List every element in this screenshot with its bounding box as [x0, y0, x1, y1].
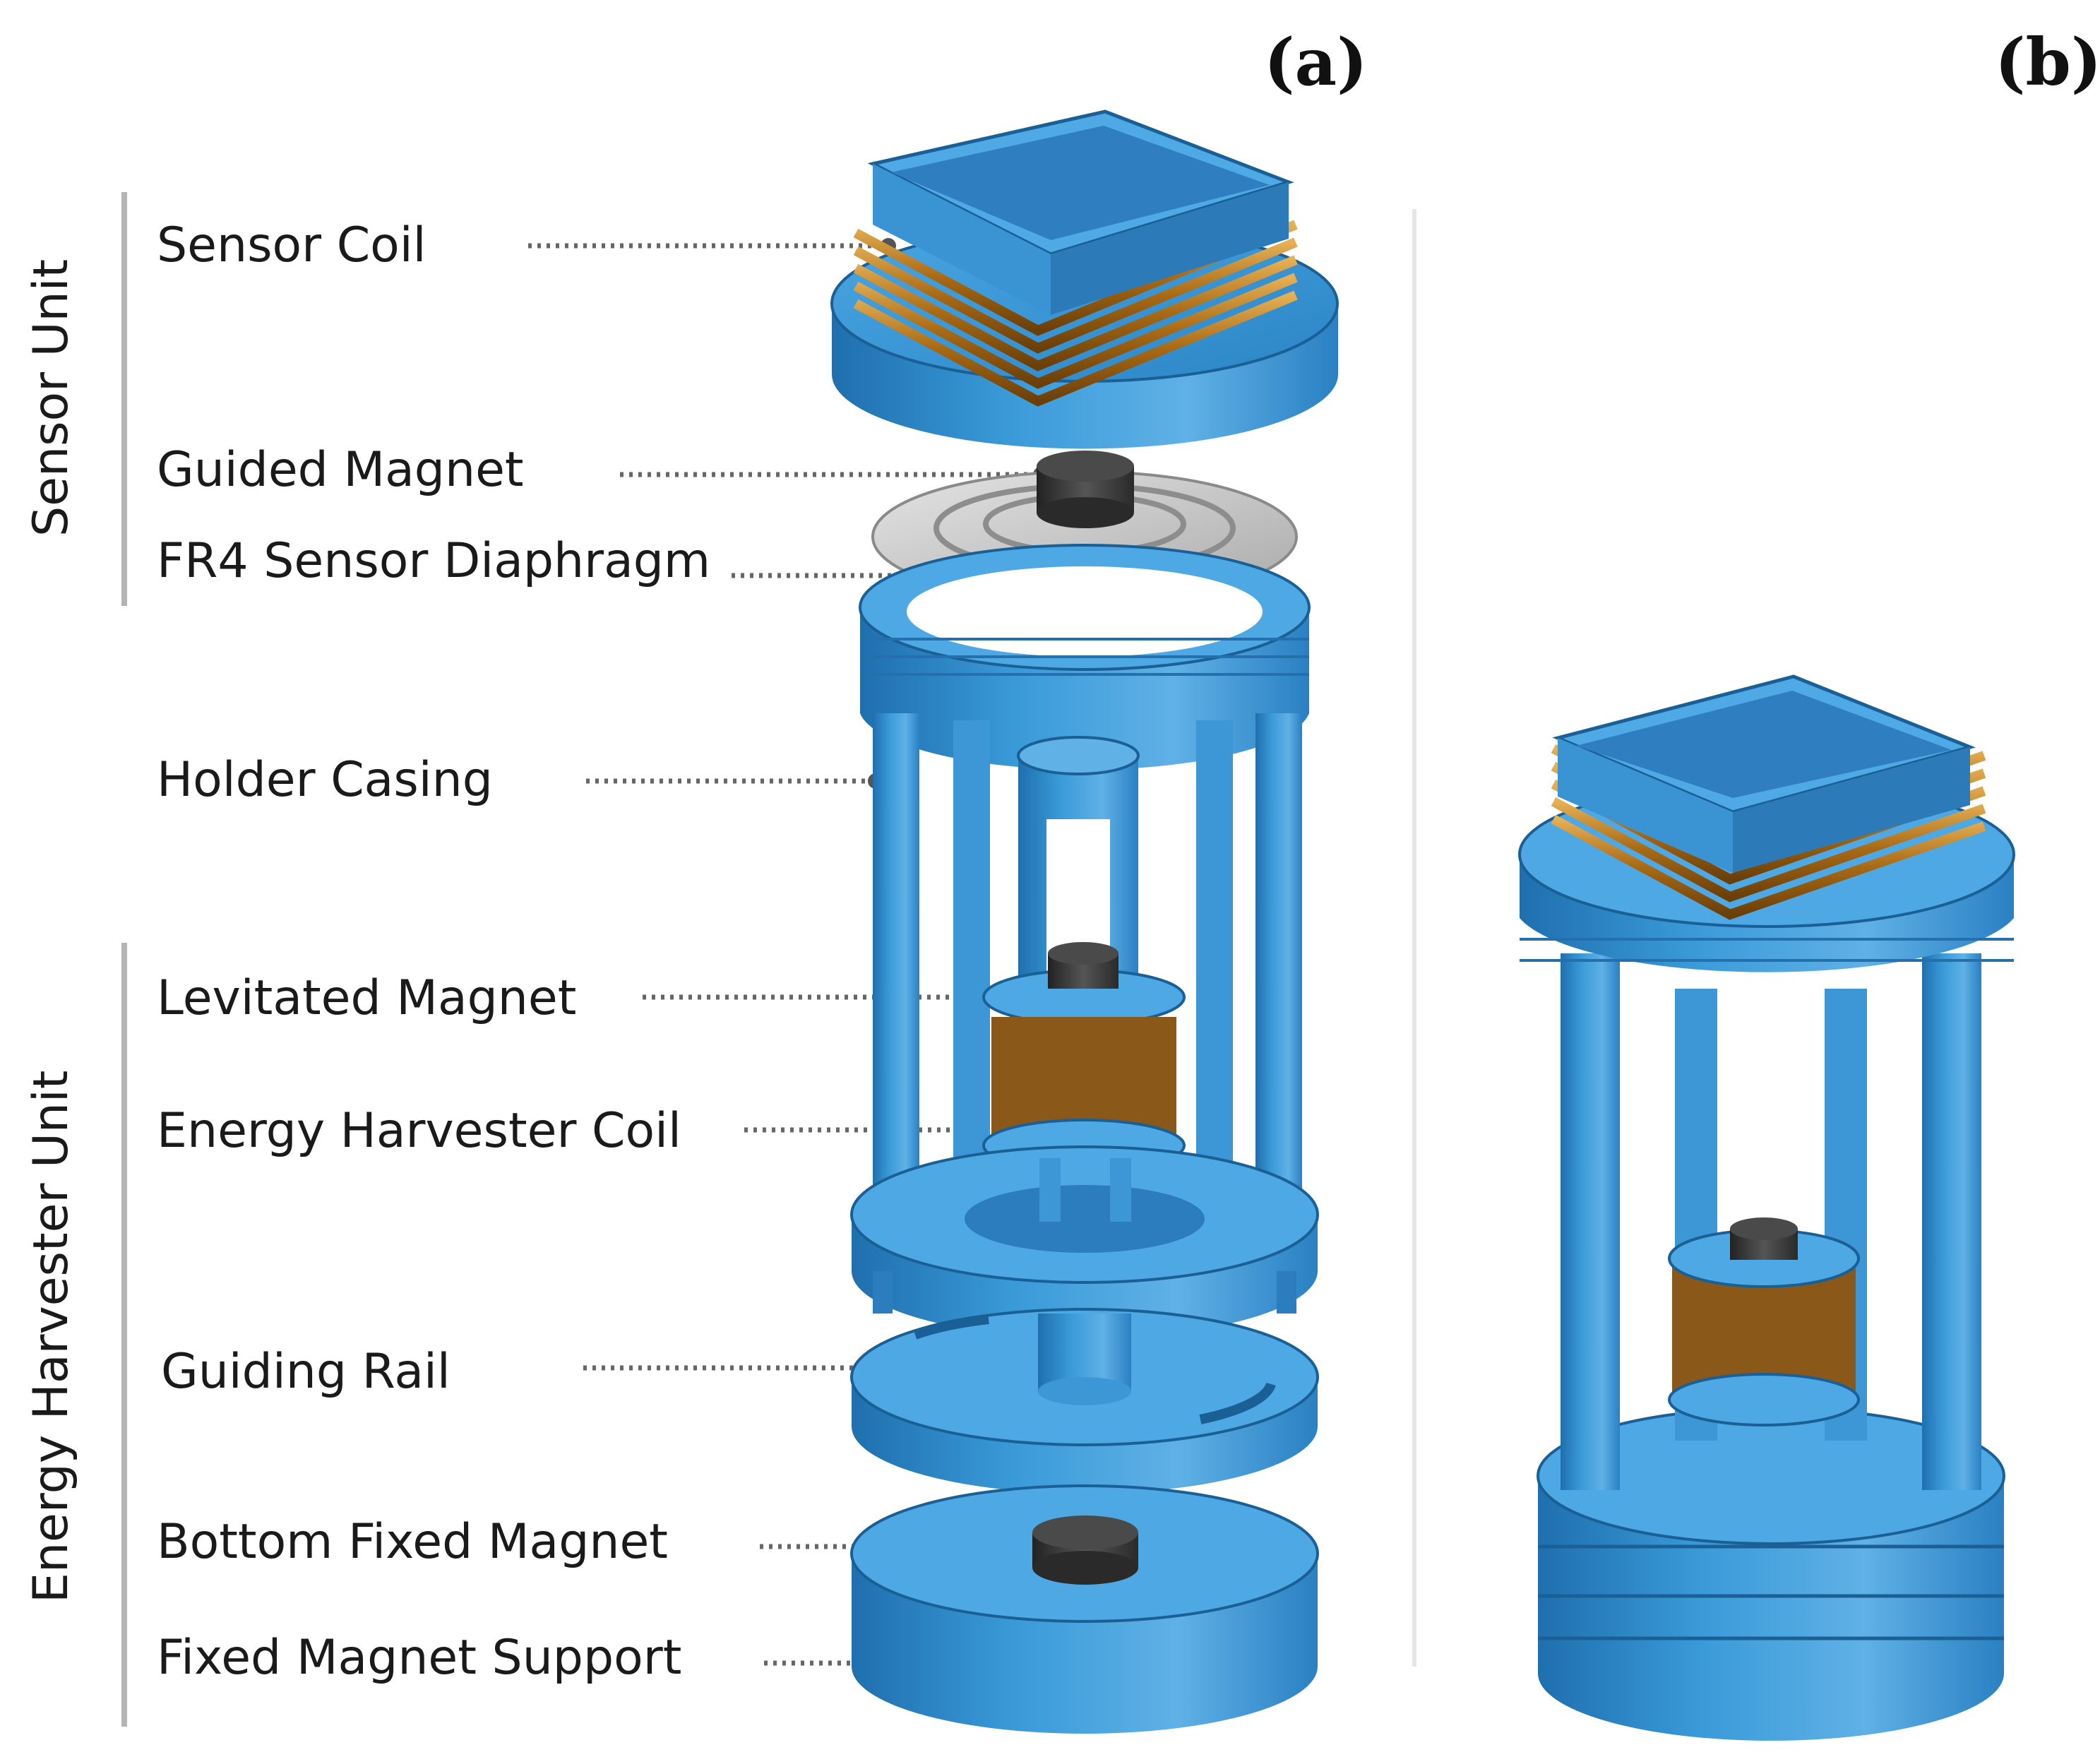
label-guiding-rail: Guiding Rail [161, 1344, 451, 1400]
label-holder-casing: Holder Casing [157, 752, 493, 808]
label-fr4-sensor-diaphragm: FR4 Sensor Diaphragm [157, 533, 710, 589]
label-bottom-fixed-magnet: Bottom Fixed Magnet [157, 1514, 668, 1570]
panel-label-b: (b) [1995, 24, 2100, 100]
group-label-sensor-unit: Sensor Unit [23, 259, 79, 537]
fixed-magnet-support-part [850, 1484, 1319, 1734]
label-guided-magnet: Guided Magnet [157, 442, 524, 498]
assembled-view [1518, 674, 2015, 1741]
label-levitated-magnet: Levitated Magnet [157, 970, 576, 1026]
sensor-coil-part [830, 109, 1339, 449]
label-sensor-coil: Sensor Coil [157, 218, 426, 273]
holder-casing-part [850, 544, 1319, 1338]
group-label-energy-harvester-unit: Energy Harvester Unit [23, 1071, 79, 1603]
guiding-rail-part [850, 1308, 1319, 1494]
label-energy-harvester-coil: Energy Harvester Coil [157, 1103, 681, 1159]
panel-label-a: (a) [1264, 24, 1368, 100]
exploded-view [830, 109, 1339, 1734]
label-fixed-magnet-support: Fixed Magnet Support [157, 1630, 681, 1686]
sensor-coil-windings [853, 220, 1298, 407]
